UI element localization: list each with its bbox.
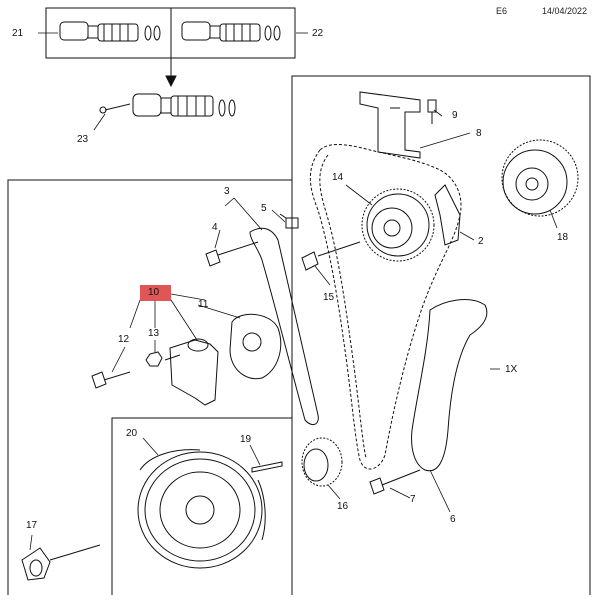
solenoid-23: [99, 93, 236, 117]
tensioner-10: [164, 338, 219, 406]
fixed-guide-1x: [411, 299, 488, 472]
tensioner-rail-3: [249, 227, 319, 426]
bolt-7: [369, 469, 421, 495]
gasket-11: [229, 313, 282, 380]
diagram-code: E6: [496, 6, 508, 16]
callout-12: 12: [118, 334, 130, 345]
callout-9: 9: [452, 110, 458, 121]
callout-11: 11: [198, 299, 209, 310]
timing-chain: [309, 144, 462, 470]
callout-15: 15: [323, 292, 335, 303]
callout-3: 3: [224, 186, 230, 197]
callout-14: 14: [332, 172, 344, 183]
callout-23: 23: [77, 134, 89, 145]
bolt-17: [21, 544, 101, 581]
callout-20: 20: [126, 428, 138, 439]
highlight-box-10: [140, 285, 171, 301]
callout-18: 18: [557, 232, 569, 243]
callout-1x: 1X: [505, 364, 518, 375]
crank-sprocket-16: [301, 437, 343, 487]
camshaft-sprocket-14: [361, 188, 435, 262]
callout-2: 2: [478, 236, 484, 247]
solenoid-22: [181, 21, 281, 42]
tensioner-frame: [7, 179, 292, 595]
nut-13: [145, 351, 163, 367]
cam-phaser-18: [501, 139, 579, 217]
callout-8: 8: [476, 128, 482, 139]
bolt-12: [91, 371, 131, 389]
chain-guide-bracket-8: [359, 91, 437, 159]
crankshaft-pulley-20: [137, 449, 266, 569]
callout-10: 10: [148, 287, 160, 298]
callout-17: 17: [26, 520, 38, 531]
callout-13: 13: [148, 328, 160, 339]
bolt-4: [205, 241, 259, 267]
chain-guide-2: [434, 184, 461, 246]
diagram-date: 14/04/2022: [542, 6, 588, 16]
solenoid-21: [59, 21, 161, 42]
callout-16: 16: [337, 501, 349, 512]
timing-chain-frame: [291, 75, 591, 595]
callout-22: 22: [312, 28, 324, 39]
callout-5: 5: [261, 203, 267, 214]
callout-19: 19: [240, 434, 252, 445]
callout-21: 21: [12, 28, 24, 39]
bolt-15: [301, 241, 361, 271]
stud-5: [279, 213, 299, 229]
callout-4: 4: [212, 222, 218, 233]
callout-6: 6: [450, 514, 456, 525]
key-19: [251, 461, 283, 473]
pulley-frame: [111, 417, 292, 595]
callout-7: 7: [410, 494, 416, 505]
